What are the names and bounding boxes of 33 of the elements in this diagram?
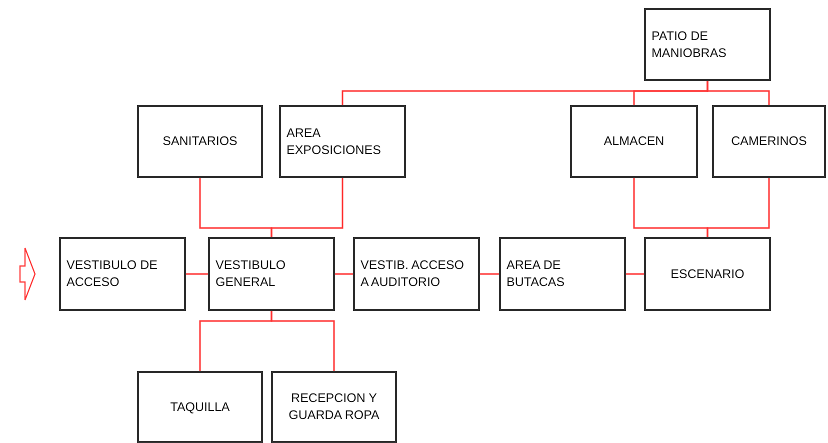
room-box	[644, 237, 771, 311]
room-box	[570, 105, 698, 178]
room-label: SANITARIOS	[162, 133, 238, 150]
room-box	[644, 8, 771, 81]
room-label: ESCENARIO	[670, 266, 744, 282]
entrance-arrow	[19, 247, 36, 301]
room-label: ALMACEN	[604, 133, 664, 150]
room-label: VESTIB. ACCESO A AUDITORIO	[360, 257, 466, 291]
room-box	[271, 371, 397, 443]
room-box	[208, 237, 335, 311]
room-label: PATIO DE MANIOBRAS	[652, 28, 728, 62]
room-box	[353, 237, 480, 311]
connector-line	[480, 273, 499, 275]
connector-line	[270, 178, 344, 237]
room-label: VESTIBULO DE ACCESO	[66, 257, 158, 291]
room-label: AREA EXPOSICIONES	[286, 124, 382, 158]
room-label: AREA DE BUTACAS	[506, 257, 566, 291]
room-box	[59, 237, 186, 311]
room-label: RECEPCION Y GUARDA ROPA	[288, 390, 380, 424]
room-box	[137, 371, 263, 443]
room-label: TAQUILLA	[170, 398, 230, 416]
connector-line	[186, 273, 208, 275]
room-label: CAMERINOS	[731, 133, 807, 150]
room-box	[137, 105, 263, 178]
room-box	[712, 105, 826, 178]
room-box	[279, 105, 406, 178]
connector-line	[335, 273, 353, 275]
connector-line	[706, 81, 770, 105]
room-label: VESTIBULO GENERAL	[216, 257, 287, 291]
connector-line	[626, 273, 644, 275]
connector-line	[706, 178, 770, 237]
connector-line	[270, 311, 335, 371]
room-box	[499, 237, 626, 311]
